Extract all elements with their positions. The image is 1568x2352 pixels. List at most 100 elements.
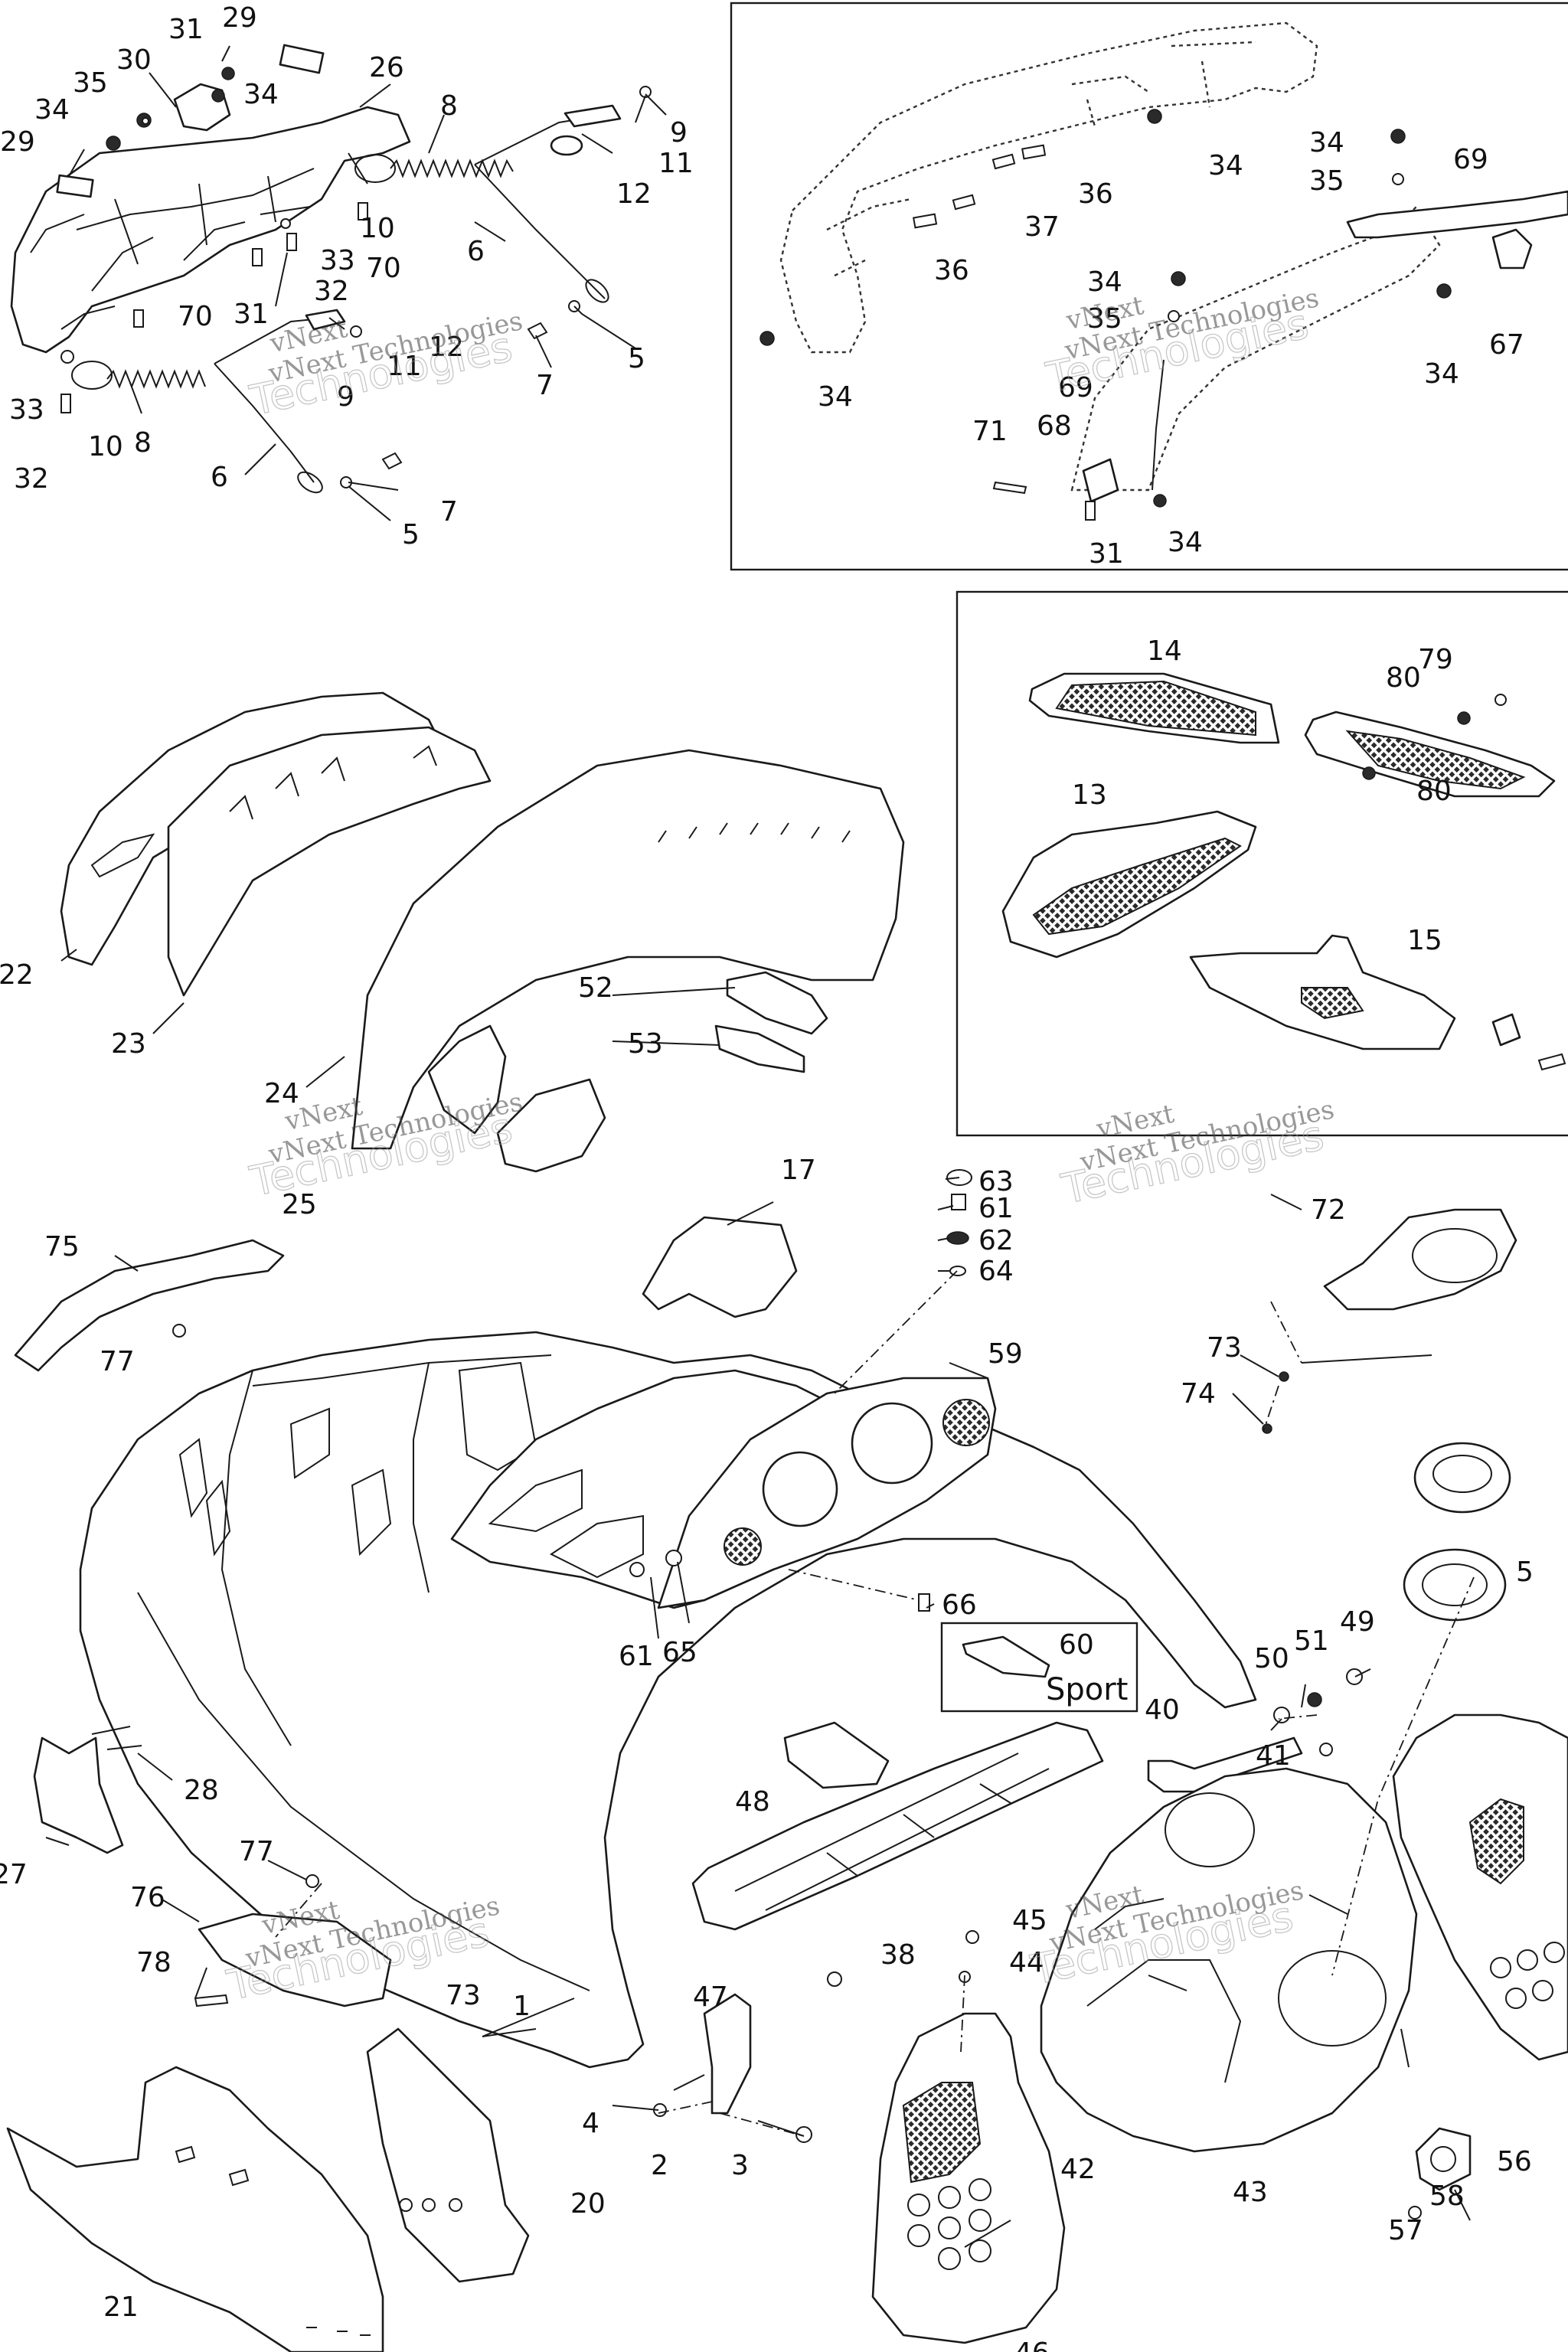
cable-loop-lower (297, 471, 323, 494)
mirror-glass (1412, 1228, 1498, 1283)
callout-75: 75 (44, 1231, 80, 1263)
callout-41: 41 (1256, 1740, 1291, 1772)
callout-61: 61 (978, 1193, 1014, 1224)
gauge-left (762, 1451, 838, 1527)
callout-33: 33 (320, 245, 355, 276)
plate-21-slots (175, 2145, 371, 2336)
side-cover-right-grille (1468, 1798, 1524, 1885)
side-cover-42-holes (907, 2178, 991, 2270)
bracket-52 (726, 971, 828, 1035)
callout-7: 7 (440, 496, 458, 528)
cap-upper (550, 135, 583, 156)
bracket-58-hole (1430, 2146, 1456, 2172)
callout-76: 76 (130, 1882, 165, 1913)
callout-73: 73 (1207, 1332, 1242, 1364)
callout-34: 34 (243, 79, 279, 110)
callout-69: 69 (1058, 372, 1093, 403)
callout-72: 72 (1311, 1194, 1346, 1226)
bracket-27 (33, 1736, 124, 1854)
callout-10: 10 (360, 213, 395, 244)
callout-35: 35 (73, 67, 108, 99)
cable-loop-upper (585, 279, 609, 303)
bolt-61 (629, 1562, 645, 1577)
gauge-speaker-left (724, 1527, 762, 1566)
callout-67: 67 (1489, 329, 1524, 361)
sticker-60 (962, 1635, 1050, 1678)
vent-clip (1491, 1013, 1521, 1047)
callout-25: 25 (282, 1189, 317, 1220)
callout-numbers: 1 2 3 4 5 5 5 6 6 7 7 8 8 9 9 10 10 11 1… (0, 2, 1534, 2352)
callout-53: 53 (628, 1028, 663, 1060)
callout-15: 15 (1407, 925, 1442, 956)
bumper-bracket-right (279, 44, 325, 74)
washer-57 (1408, 2206, 1422, 2220)
vent-nut-80a (1457, 711, 1471, 725)
grab-bracket (1491, 228, 1533, 270)
callout-7: 7 (536, 370, 554, 401)
vent-panel-15-mesh (1301, 987, 1364, 1020)
gas-cap-ring (1413, 1442, 1511, 1514)
assembly-lines (275, 1270, 1475, 2137)
pad-48 (783, 1721, 890, 1789)
callout-32: 32 (14, 463, 49, 495)
trim-53 (714, 1024, 805, 1073)
hood-ridges (137, 1354, 590, 1991)
callout-31: 31 (234, 299, 269, 330)
reflector-76 (198, 1913, 392, 2007)
windshield-ribs (658, 822, 851, 843)
tray-ribs (734, 1753, 1050, 1911)
plate-20-holes (399, 2198, 462, 2212)
sport-label: Sport (1046, 1672, 1128, 1707)
callout-38: 38 (880, 1939, 916, 1971)
strap-69 (1152, 359, 1165, 491)
callout-34: 34 (1424, 358, 1459, 390)
side-cover-42-grille (902, 2082, 982, 2184)
nut-74 (1262, 1423, 1272, 1434)
callout-27: 27 (0, 1859, 28, 1890)
cable-clip-upper (564, 104, 622, 128)
bumper-bracket-left (56, 174, 94, 198)
callout-61: 61 (619, 1641, 654, 1672)
bolt-66 (918, 1593, 930, 1612)
callout-34: 34 (1309, 127, 1344, 158)
callout-37: 37 (1024, 211, 1060, 243)
callout-36: 36 (934, 255, 969, 286)
callout-2: 2 (651, 2150, 668, 2181)
vent-nut-80b (1362, 766, 1376, 780)
callout-34: 34 (34, 94, 70, 126)
callout-10: 10 (88, 431, 123, 462)
callout-57: 57 (1388, 2215, 1423, 2246)
cover-25 (496, 1078, 606, 1173)
side-cover-right-holes (1490, 1942, 1565, 2009)
callout-26: 26 (369, 52, 404, 83)
callout-56: 56 (1497, 2146, 1532, 2177)
cable-upper (474, 114, 606, 299)
hood-vent-left (178, 1438, 231, 1557)
gasket-ring (1403, 1548, 1507, 1622)
callout-6: 6 (467, 236, 485, 267)
mirror-72 (1323, 1208, 1517, 1311)
panel-23-notches (229, 745, 437, 820)
plate-20 (366, 2027, 530, 2283)
callout-40: 40 (1145, 1694, 1180, 1726)
mount-left (427, 1024, 507, 1135)
bolt-78 (194, 1994, 229, 2007)
callout-68: 68 (1037, 410, 1072, 442)
side-panel-23 (167, 726, 492, 997)
callout-24: 24 (264, 1078, 299, 1109)
callout-35: 35 (1309, 165, 1344, 197)
screw-45 (965, 1930, 979, 1944)
callout-34: 34 (1208, 150, 1243, 181)
callout-8: 8 (134, 427, 152, 459)
tray-47 (691, 1721, 1104, 1931)
bolt-49 (1346, 1668, 1363, 1685)
callout-14: 14 (1147, 635, 1182, 667)
callout-5: 5 (402, 519, 420, 550)
callout-4: 4 (582, 2108, 599, 2139)
callout-6: 6 (211, 462, 228, 493)
callout-66: 66 (942, 1589, 977, 1621)
callout-13: 13 (1072, 779, 1107, 811)
spring-lower (71, 361, 206, 390)
callout-73: 73 (446, 1980, 481, 2011)
vent-grille-13-mesh (1032, 837, 1242, 936)
